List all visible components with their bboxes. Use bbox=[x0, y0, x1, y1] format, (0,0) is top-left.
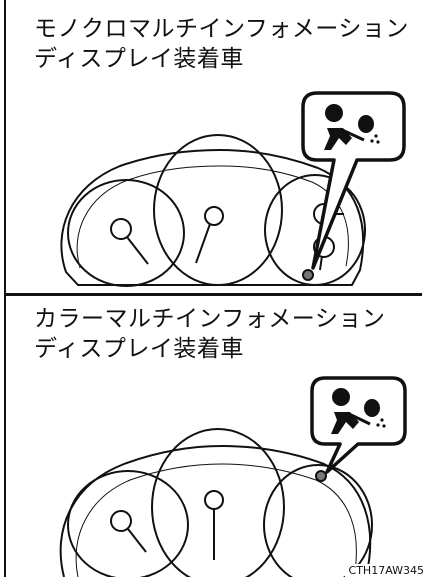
cluster-housing bbox=[60, 149, 364, 286]
instrument-cluster-color bbox=[59, 376, 407, 577]
airbag-warning-icon bbox=[324, 104, 380, 150]
section-heading-monochrome: モノクロマルチインフォメーション ディスプレイ装着車 bbox=[34, 14, 409, 74]
left-gauge-needle bbox=[126, 236, 149, 265]
figure-code: CTH17AW345 bbox=[344, 564, 424, 577]
center-gauge bbox=[153, 134, 283, 286]
left-gauge-hub bbox=[110, 218, 132, 240]
heading-line-2: ディスプレイ装着車 bbox=[34, 46, 244, 72]
instrument-cluster-monochrome bbox=[60, 91, 406, 287]
heading-line-1: カラーマルチインフォメーション bbox=[34, 306, 386, 332]
left-gauge-needle bbox=[127, 528, 147, 553]
airbag-indicator-lamp bbox=[302, 269, 314, 281]
heading-line-2: ディスプレイ装着車 bbox=[34, 336, 244, 362]
left-gauge-hub bbox=[110, 510, 132, 532]
center-gauge-needle bbox=[195, 223, 211, 264]
right-gauge bbox=[264, 174, 366, 286]
airbag-warning-icon bbox=[331, 388, 386, 434]
center-gauge-hub bbox=[204, 490, 224, 510]
cluster-housing bbox=[59, 445, 372, 577]
airbag-indicator-lamp bbox=[315, 470, 327, 482]
heading-line-1: モノクロマルチインフォメーション bbox=[34, 16, 409, 42]
left-gauge bbox=[67, 179, 185, 287]
center-gauge bbox=[151, 428, 285, 577]
center-gauge-hub bbox=[204, 206, 224, 226]
left-border-line bbox=[4, 0, 6, 577]
left-gauge bbox=[67, 470, 189, 577]
section-heading-color: カラーマルチインフォメーション ディスプレイ装着車 bbox=[34, 304, 385, 364]
section-divider bbox=[4, 293, 422, 296]
right-gauge bbox=[263, 464, 373, 577]
callout-bubble-airbag bbox=[301, 91, 406, 270]
callout-bubble-airbag bbox=[310, 376, 407, 474]
